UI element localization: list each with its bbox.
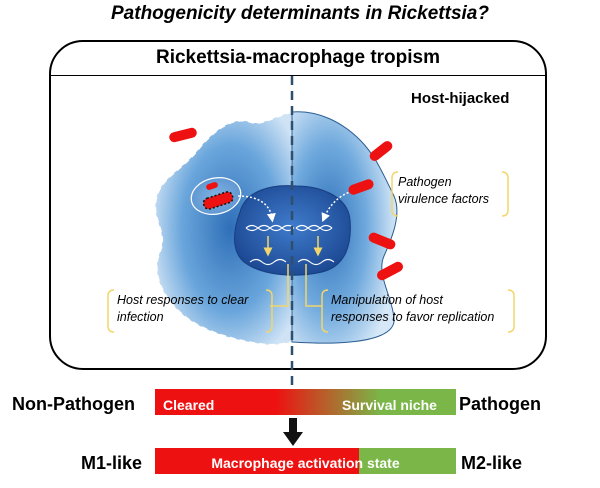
- pointer-manipulation: [305, 264, 322, 307]
- pathogen-label: Pathogen: [459, 394, 542, 414]
- bracket-virulence-close: [501, 171, 509, 217]
- bracket-manip-open: [321, 289, 329, 333]
- down-arrow-head: [283, 432, 303, 446]
- virulence-line-2: virulence factors: [398, 192, 490, 206]
- activation-state-text: Macrophage activation state: [211, 455, 400, 471]
- host-responses-line-1: Host responses to clear: [117, 293, 249, 307]
- manipulation-annotation: Manipulation of host responses to favor …: [331, 292, 494, 326]
- host-responses-annotation: Host responses to clear infection: [117, 292, 248, 326]
- bracket-host-close: [265, 289, 273, 333]
- non-pathogen-label: Non-Pathogen: [12, 394, 135, 414]
- signal-arrow-left: [237, 195, 276, 223]
- bracket-manip-close: [507, 289, 515, 333]
- cleared-text: Cleared: [163, 397, 215, 413]
- host-hijacked-label: Host-hijacked: [411, 90, 510, 107]
- m2-like-label: M2-like: [461, 453, 523, 473]
- manipulation-line-1: Manipulation of host: [331, 293, 443, 307]
- frame-title: Rickettsia-macrophage tropism: [155, 47, 441, 68]
- pathogen-scale-bar: [155, 389, 456, 415]
- signal-arrow-right: [321, 189, 357, 223]
- bacterium: [368, 232, 396, 250]
- virulence-annotation: Pathogen virulence factors: [398, 174, 489, 208]
- survival-niche-text: Survival niche: [342, 397, 437, 413]
- virulence-line-1: Pathogen: [398, 175, 452, 189]
- vacuole-bacterium-small: [206, 182, 218, 190]
- vacuole-bacterium: [202, 191, 234, 210]
- bacterium: [377, 261, 403, 281]
- activation-bar-red: [155, 448, 359, 474]
- figure-title: Pathogenicity determinants in Rickettsia…: [111, 3, 489, 24]
- activation-bar-green: [359, 448, 456, 474]
- bracket-virulence: [391, 171, 399, 217]
- dna-helix-right: [295, 224, 333, 232]
- macrophage-left-half: [154, 111, 293, 346]
- bracket-host-open: [107, 289, 115, 333]
- bacterium: [369, 141, 393, 161]
- bacterium: [169, 127, 197, 143]
- mrna-right: [297, 258, 335, 266]
- mrna-left: [249, 258, 287, 266]
- bacterium: [348, 179, 374, 195]
- host-responses-line-2: infection: [117, 310, 164, 324]
- pointer-host-response: [270, 264, 289, 307]
- m1-like-label: M1-like: [81, 453, 143, 473]
- manipulation-line-2: responses to favor replication: [331, 310, 495, 324]
- frame-divider: [51, 75, 545, 76]
- down-arrow-shaft: [289, 418, 297, 434]
- dna-helix-left: [245, 224, 295, 232]
